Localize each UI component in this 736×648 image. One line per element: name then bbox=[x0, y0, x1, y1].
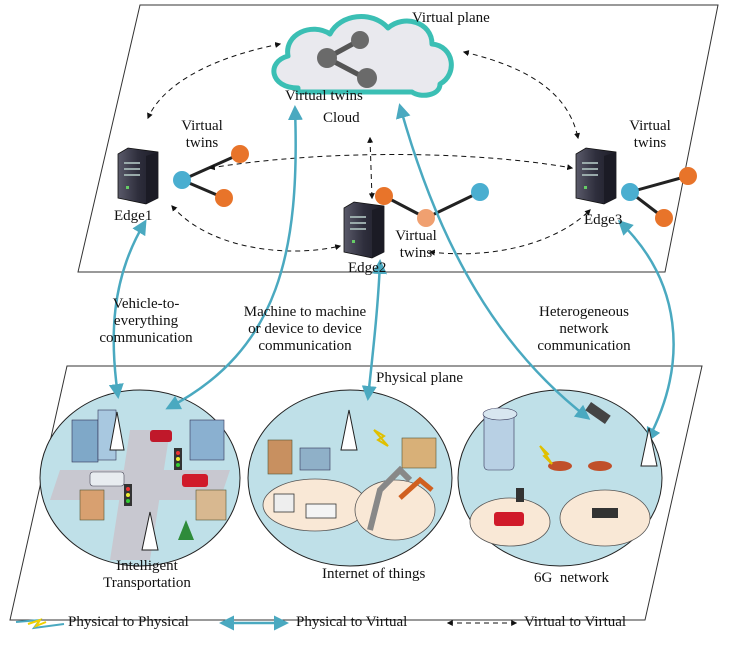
v2x-line-1: Vehicle-to- bbox=[112, 296, 180, 312]
twins-word-2: twins bbox=[633, 135, 667, 151]
sixg-label: 6G network bbox=[534, 570, 609, 586]
transport-label: Intelligent Transportation bbox=[92, 558, 202, 592]
edge2-twins-label: Virtual twins bbox=[388, 228, 444, 262]
transport-line-1: Intelligent bbox=[116, 558, 178, 574]
transport-scene bbox=[50, 409, 230, 560]
server-icon-edge1 bbox=[117, 147, 159, 205]
sixg-scene bbox=[482, 402, 658, 526]
m2m-line-2: or device to device bbox=[248, 321, 362, 337]
v2x-line-3: communication bbox=[99, 330, 193, 346]
cloud-twins-label: Virtual twins bbox=[285, 88, 363, 104]
edge1-label: Edge1 bbox=[114, 208, 153, 224]
server-icon-edge3 bbox=[575, 147, 617, 205]
p2v-arrows bbox=[108, 103, 675, 443]
hetero-label: Heterogeneous network communication bbox=[520, 304, 648, 355]
legend-p2p-label: Physical to Physical bbox=[68, 614, 189, 630]
twins-word-2: twins bbox=[185, 135, 219, 151]
v2x-line-2: everything bbox=[113, 313, 179, 329]
twins-word-2: twins bbox=[399, 245, 433, 261]
twins-word-1: Virtual bbox=[181, 118, 223, 134]
edge3-label: Edge3 bbox=[584, 212, 623, 228]
legend-v2v-label: Virtual to Virtual bbox=[524, 614, 627, 630]
iot-inner-factory bbox=[354, 479, 436, 541]
iot-scene bbox=[267, 409, 437, 531]
m2m-line-3: communication bbox=[258, 338, 352, 354]
edge1-twins-label: Virtual twins bbox=[172, 118, 232, 152]
v2x-label: Vehicle-to- everything communication bbox=[86, 296, 206, 347]
hetero-line-3: communication bbox=[537, 338, 631, 354]
twin-graph-edge3 bbox=[621, 167, 697, 227]
twins-word-1: Virtual bbox=[395, 228, 437, 244]
hetero-line-1: Heterogeneous bbox=[539, 304, 629, 320]
m2m-label: Machine to machine or device to device c… bbox=[230, 304, 380, 355]
edge3-twins-label: Virtual twins bbox=[620, 118, 680, 152]
m2m-line-1: Machine to machine bbox=[243, 304, 367, 320]
hetero-line-2: network bbox=[559, 321, 609, 337]
physical-plane-label: Physical plane bbox=[376, 370, 464, 386]
server-icon-edge2 bbox=[343, 201, 385, 259]
legend-p2p-symbol bbox=[15, 618, 65, 630]
legend-p2v-label: Physical to Virtual bbox=[296, 614, 408, 630]
cloud-label: Cloud bbox=[323, 110, 360, 126]
virtual-plane-label: Virtual plane bbox=[412, 10, 490, 26]
transport-line-2: Transportation bbox=[103, 575, 191, 591]
cloud-icon bbox=[271, 14, 454, 98]
iot-label: Internet of things bbox=[322, 566, 426, 582]
twins-word-1: Virtual bbox=[629, 118, 671, 134]
edge2-label: Edge2 bbox=[348, 260, 387, 276]
